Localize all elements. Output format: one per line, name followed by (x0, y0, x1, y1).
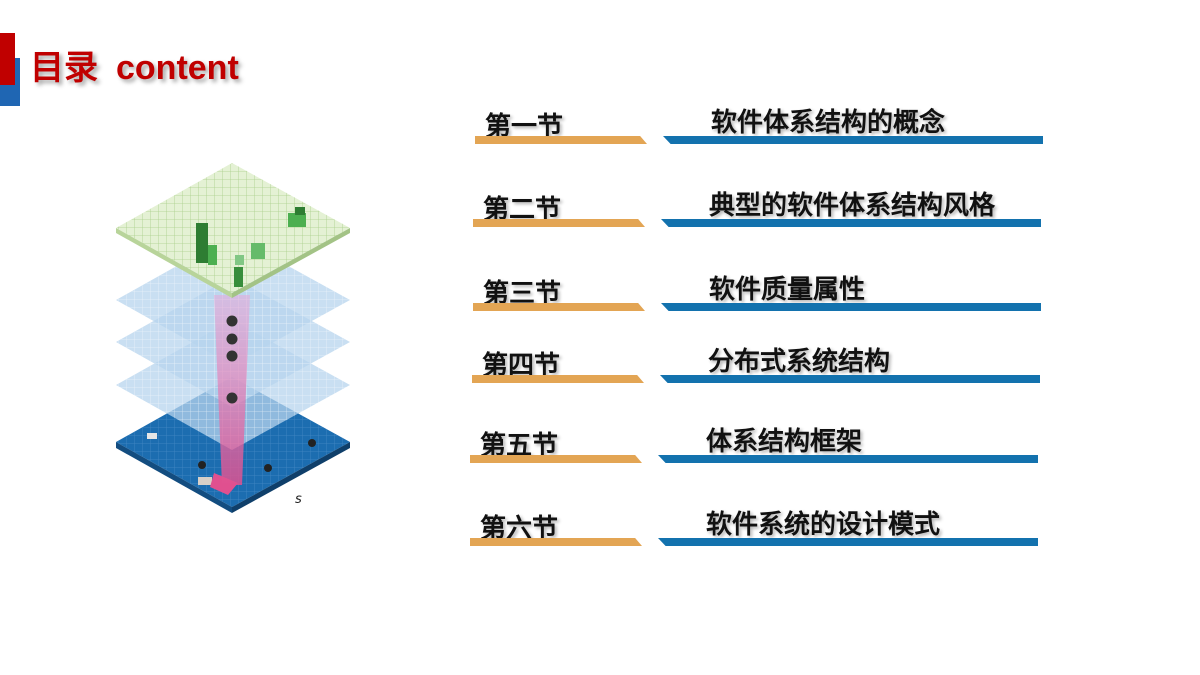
toc-bar-orange-3 (473, 303, 645, 311)
toc-bar-blue-2 (661, 219, 1041, 227)
toc-bar-orange-6 (470, 538, 642, 546)
dot-4 (226, 392, 238, 404)
toc-topic-3: 软件质量属性 (709, 275, 866, 305)
top-layer (116, 163, 350, 298)
title-en: content (116, 49, 239, 87)
pink-beam (214, 295, 250, 485)
toc-bar-blue-1 (663, 136, 1043, 144)
toc-bar-blue-3 (661, 303, 1041, 311)
layered-map-illustration: s (116, 163, 350, 513)
toc-bar-orange-4 (472, 375, 644, 383)
toc-bar-orange-1 (475, 136, 647, 144)
dot-1 (226, 315, 238, 327)
toc-bar-orange-5 (470, 455, 642, 463)
toc-bar-blue-4 (660, 375, 1040, 383)
illustration-label: s (295, 492, 302, 507)
header-accent-red (0, 33, 15, 85)
title-cn: 目录 (30, 48, 98, 88)
toc-topic-6: 软件系统的设计模式 (706, 510, 941, 540)
toc-bar-blue-5 (658, 455, 1038, 463)
dot-2 (226, 333, 238, 345)
dot-3 (226, 350, 238, 362)
toc-bar-orange-2 (473, 219, 645, 227)
toc-topic-5: 体系结构框架 (706, 427, 863, 457)
page-title: 目录 content (30, 40, 239, 89)
toc-topic-2: 典型的软件体系结构风格 (709, 191, 996, 221)
toc-topic-4: 分布式系统结构 (708, 347, 891, 377)
toc-bar-blue-6 (658, 538, 1038, 546)
toc-topic-1: 软件体系结构的概念 (711, 108, 946, 138)
